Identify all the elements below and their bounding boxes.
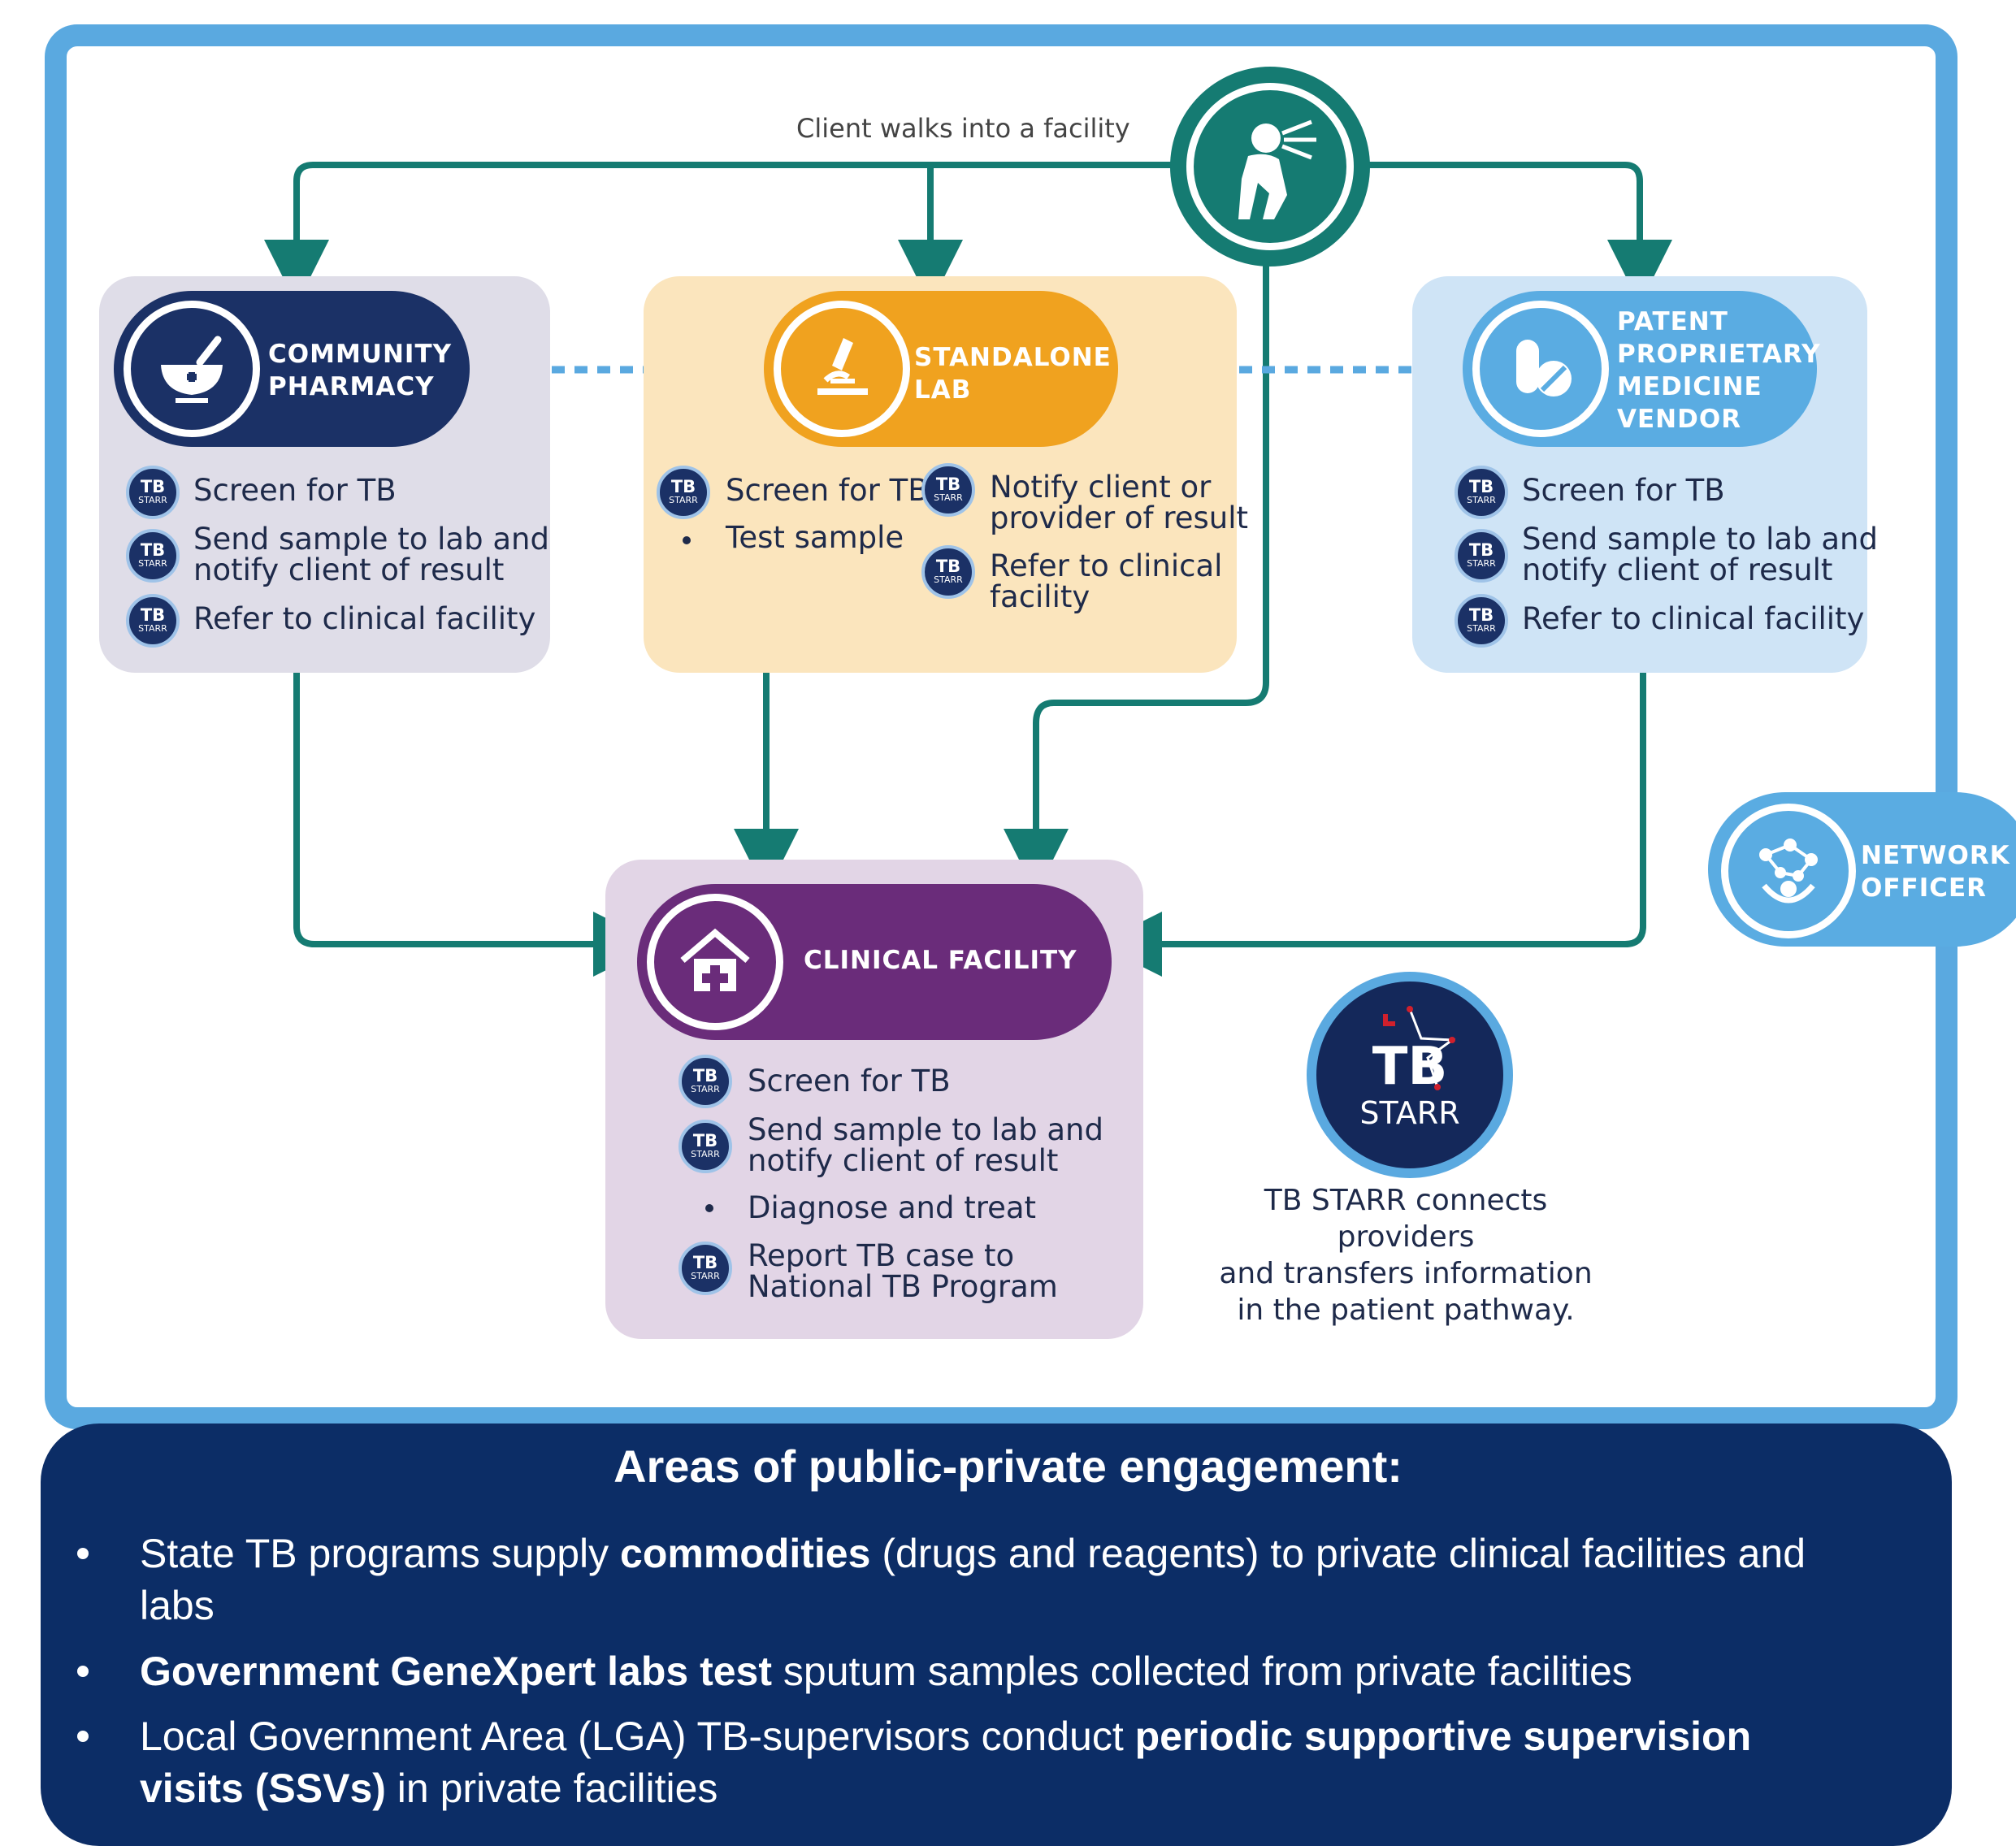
- coughing-person-icon: [1186, 83, 1354, 250]
- arrow-to-pharmacy: [264, 162, 1194, 305]
- star-network-icon: [1383, 1006, 1456, 1090]
- network-person-icon: [1721, 804, 1856, 938]
- network-officer-title: NETWORK OFFICER: [1861, 841, 2010, 903]
- ppmv-header: PATENT PROPRIETARY MEDICINE VENDOR: [1463, 291, 1820, 447]
- arrow-client-to-clinical: [1004, 252, 1269, 894]
- engagement-bullet: Local Government Area (LGA) TB-superviso…: [140, 1714, 1752, 1811]
- pharmacy-item: Screen for TB: [193, 473, 397, 508]
- network-officer-tab: NETWORK OFFICER: [1708, 792, 2016, 947]
- arrow-pharmacy-to-clinical: [293, 673, 658, 977]
- house-medical-icon: [647, 894, 783, 1030]
- lab-item: Test sample: [726, 520, 904, 555]
- bullet-dot: [77, 1731, 89, 1742]
- bullet-dot: [683, 536, 691, 544]
- microscope-icon: [774, 301, 910, 437]
- arrow-ppmv-to-clinical: [1097, 673, 1646, 977]
- clinical-item: Send sample to lab and notify client of …: [748, 1112, 1103, 1178]
- standalone-lab-header: STANDALONE LAB: [764, 291, 1118, 447]
- lab-item: Refer to clinical facility: [990, 548, 1223, 614]
- client-walks-label: Client walks into a facility: [796, 113, 1130, 144]
- pharmacy-item: Refer to clinical facility: [193, 601, 536, 636]
- engagement-bullet: Government GeneXpert labs test sputum sa…: [140, 1649, 1632, 1694]
- clinical-item: Report TB case to National TB Program: [748, 1238, 1058, 1304]
- tb-starr-caption: TB STARR connects providers and transfer…: [1219, 1184, 1593, 1327]
- mortar-pestle-icon: [124, 301, 260, 437]
- clinical-facility-title: CLINICAL FACILITY: [804, 946, 1077, 975]
- tb-starr-logo: TB STARR: [1307, 972, 1513, 1178]
- lab-item: Screen for TB: [726, 473, 929, 508]
- bullet-dot: [705, 1204, 713, 1212]
- clinical-item: Diagnose and treat: [748, 1190, 1037, 1225]
- clinical-facility-header: CLINICAL FACILITY: [637, 884, 1112, 1040]
- bullet-dot: [77, 1548, 89, 1559]
- medicine-pills-icon: [1472, 301, 1609, 437]
- clinical-item: Screen for TB: [748, 1064, 951, 1098]
- lab-item: Notify client or provider of result: [990, 470, 1249, 535]
- engagement-panel-title: Areas of public-private engagement:: [613, 1441, 1403, 1492]
- community-pharmacy-header: COMMUNITY PHARMACY: [114, 291, 470, 447]
- client-node: [1170, 67, 1370, 266]
- ppmv-item: Refer to clinical facility: [1522, 601, 1865, 636]
- community-pharmacy-title: COMMUNITY PHARMACY: [268, 340, 453, 401]
- engagement-panel: [41, 1424, 1952, 1846]
- ppmv-item: Screen for TB: [1522, 473, 1725, 508]
- arrow-to-ppmv: [1349, 162, 1672, 305]
- engagement-bullet: State TB programs supply commodities (dr…: [140, 1531, 1806, 1628]
- ppmv-title: PATENT PROPRIETARY MEDICINE VENDOR: [1617, 307, 1821, 434]
- pharmacy-item: Send sample to lab and notify client of …: [193, 522, 549, 587]
- standalone-lab-title: STANDALONE LAB: [914, 343, 1112, 405]
- bullet-dot: [77, 1666, 89, 1677]
- ppmv-item: Send sample to lab and notify client of …: [1522, 522, 1878, 587]
